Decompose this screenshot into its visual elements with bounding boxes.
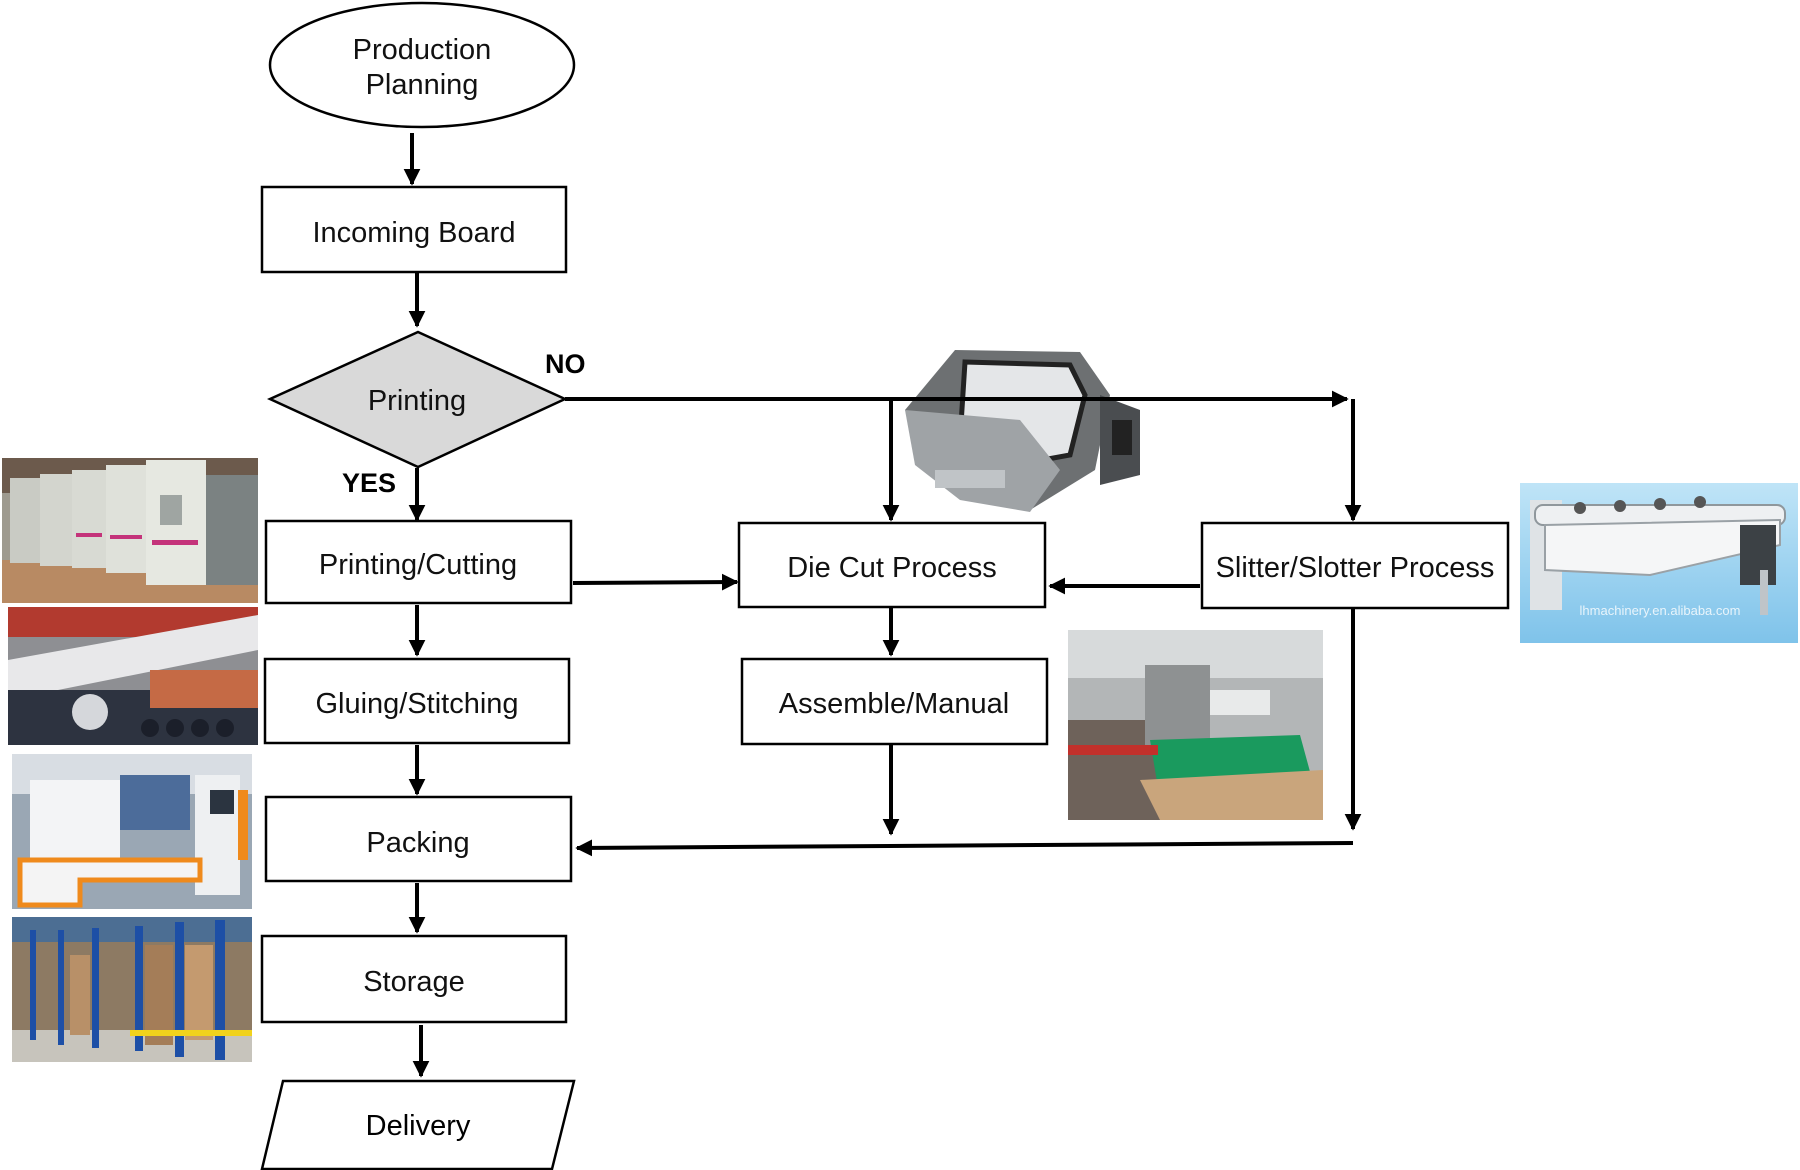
node-gluing-stitching: Gluing/Stitching bbox=[263, 657, 571, 745]
incoming-board-label: Incoming Board bbox=[312, 217, 515, 249]
packing-label: Packing bbox=[366, 827, 469, 859]
stitching-machine-photo bbox=[12, 754, 252, 909]
node-incoming-board: Incoming Board bbox=[260, 185, 568, 274]
assembly-machine-photo bbox=[1068, 630, 1323, 820]
printing-machine-photo bbox=[2, 458, 258, 603]
node-production-planning: Production Planning bbox=[268, 1, 576, 129]
gluing-machine-photo bbox=[8, 607, 258, 745]
slitter-slotter-photo: lhmachinery.en.alibaba.com bbox=[1520, 483, 1798, 643]
edge-label-no: NO bbox=[545, 349, 586, 379]
slitter-slotter-label: Slitter/Slotter Process bbox=[1216, 552, 1495, 584]
edge-return-to-packing bbox=[575, 839, 1354, 857]
node-printing-decision: Printing bbox=[266, 330, 568, 469]
assemble-manual-label: Assemble/Manual bbox=[779, 688, 1010, 720]
photo-watermark: lhmachinery.en.alibaba.com bbox=[1580, 603, 1741, 618]
printing-label: Printing bbox=[368, 385, 466, 417]
warehouse-storage-photo bbox=[12, 917, 252, 1062]
edge-printcut-to-diecut bbox=[572, 573, 739, 591]
die-cut-machine-photo bbox=[905, 350, 1140, 512]
storage-label: Storage bbox=[363, 966, 465, 998]
printing-cutting-label: Printing/Cutting bbox=[319, 549, 517, 581]
node-printing-cutting: Printing/Cutting bbox=[264, 519, 573, 605]
node-delivery: Delivery bbox=[260, 1079, 576, 1170]
production-planning-line2: Planning bbox=[366, 69, 479, 101]
edge-label-yes: YES bbox=[342, 468, 396, 498]
node-die-cut-process: Die Cut Process bbox=[737, 521, 1047, 609]
die-cut-label: Die Cut Process bbox=[787, 552, 997, 584]
gluing-stitching-label: Gluing/Stitching bbox=[315, 688, 518, 720]
node-storage: Storage bbox=[260, 934, 568, 1024]
delivery-label: Delivery bbox=[366, 1110, 471, 1142]
node-packing: Packing bbox=[264, 795, 573, 883]
production-planning-line1: Production bbox=[353, 34, 492, 66]
node-assemble-manual: Assemble/Manual bbox=[740, 657, 1049, 746]
node-slitter-slotter-process: Slitter/Slotter Process bbox=[1200, 521, 1510, 610]
